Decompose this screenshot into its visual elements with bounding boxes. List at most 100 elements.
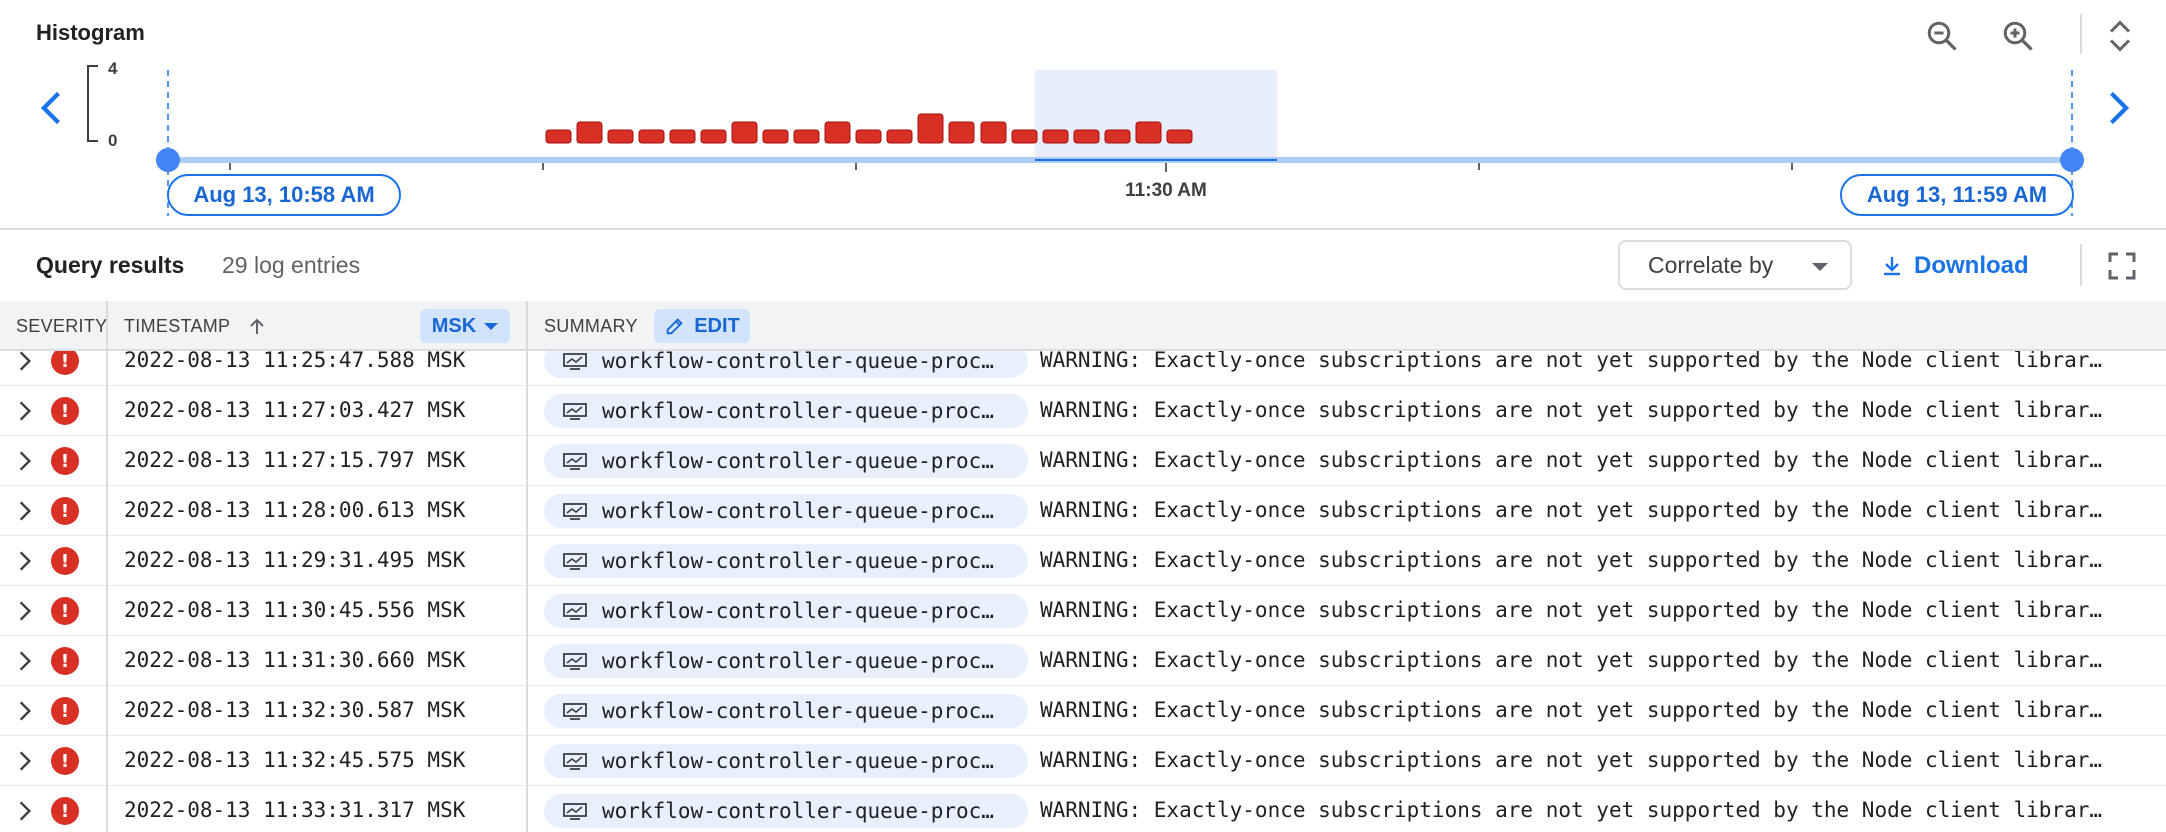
histogram-bar[interactable] (855, 129, 882, 144)
column-divider (106, 351, 108, 386)
histogram-bar[interactable] (669, 129, 696, 144)
histogram-bar[interactable] (1011, 129, 1038, 144)
log-row[interactable]: ! 2022-08-13 11:28:00.613 MSK workflow-c… (0, 486, 2166, 536)
log-row[interactable]: ! 2022-08-13 11:30:45.556 MSK workflow-c… (0, 586, 2166, 636)
chevron-right-icon[interactable] (14, 498, 36, 524)
severity-column-header[interactable]: SEVERITY (16, 301, 107, 351)
log-row[interactable]: ! 2022-08-13 11:32:45.575 MSK workflow-c… (0, 736, 2166, 786)
service-chip[interactable]: workflow-controller-queue-proc… (544, 694, 1028, 728)
chevron-right-icon[interactable] (14, 351, 36, 374)
timezone-selector[interactable]: MSK (420, 309, 510, 343)
histogram-bar[interactable] (948, 121, 975, 144)
histogram-chart[interactable]: 4 0 (0, 0, 2166, 228)
range-end-handle[interactable] (2060, 148, 2084, 172)
log-row[interactable]: ! 2022-08-13 11:29:31.495 MSK workflow-c… (0, 536, 2166, 586)
chevron-right-icon[interactable] (14, 698, 36, 724)
column-divider (106, 686, 108, 736)
log-message: WARNING: Exactly-once subscriptions are … (1040, 498, 2103, 522)
log-entries-list: ! 2022-08-13 11:25:47.588 MSK workflow-c… (0, 351, 2166, 832)
timestamp-header-label: TIMESTAMP (124, 315, 231, 336)
toolbar-divider (2080, 14, 2082, 54)
histogram-prev-button[interactable] (30, 86, 74, 130)
histogram-bar[interactable] (1042, 129, 1069, 144)
service-chip[interactable]: workflow-controller-queue-proc… (544, 544, 1028, 578)
column-divider (106, 536, 108, 586)
log-timestamp: 2022-08-13 11:27:03.427 MSK (124, 398, 466, 422)
edit-summary-button[interactable]: EDIT (654, 309, 750, 343)
service-name: workflow-controller-queue-proc… (602, 549, 994, 573)
log-message: WARNING: Exactly-once subscriptions are … (1040, 748, 2103, 772)
log-message: WARNING: Exactly-once subscriptions are … (1040, 351, 2103, 372)
histogram-bar[interactable] (731, 121, 758, 144)
timestamp-column-header[interactable]: TIMESTAMP (124, 301, 266, 351)
download-button[interactable]: Download (1880, 248, 2029, 284)
log-message: WARNING: Exactly-once subscriptions are … (1040, 648, 2103, 672)
zoom-in-icon (2003, 21, 2033, 51)
log-message: WARNING: Exactly-once subscriptions are … (1040, 398, 2103, 422)
log-row[interactable]: ! 2022-08-13 11:31:30.660 MSK workflow-c… (0, 636, 2166, 686)
range-start-handle[interactable] (156, 148, 180, 172)
log-message: WARNING: Exactly-once subscriptions are … (1040, 448, 2103, 472)
range-end-pill[interactable]: Aug 13, 11:59 AM (1840, 174, 2074, 216)
histogram-bar[interactable] (638, 129, 665, 144)
log-row[interactable]: ! 2022-08-13 11:32:30.587 MSK workflow-c… (0, 686, 2166, 736)
service-chip[interactable]: workflow-controller-queue-proc… (544, 394, 1028, 428)
column-divider (106, 436, 108, 486)
zoom-in-button[interactable] (1996, 14, 2040, 58)
chevron-right-icon[interactable] (14, 448, 36, 474)
service-chip[interactable]: workflow-controller-queue-proc… (544, 444, 1028, 478)
histogram-bar[interactable] (980, 121, 1007, 144)
histogram-bar[interactable] (607, 129, 634, 144)
chevron-right-icon[interactable] (14, 648, 36, 674)
chevron-right-icon[interactable] (14, 398, 36, 424)
column-divider (526, 786, 528, 832)
edit-label: EDIT (694, 314, 740, 337)
log-row[interactable]: ! 2022-08-13 11:33:31.317 MSK workflow-c… (0, 786, 2166, 832)
zoom-out-button[interactable] (1920, 14, 1964, 58)
histogram-bar[interactable] (576, 121, 603, 144)
service-chip[interactable]: workflow-controller-queue-proc… (544, 494, 1028, 528)
histogram-bar[interactable] (1073, 129, 1100, 144)
service-chip[interactable]: workflow-controller-queue-proc… (544, 594, 1028, 628)
histogram-bar[interactable] (762, 129, 789, 144)
histogram-bar[interactable] (700, 129, 727, 144)
service-icon (563, 553, 587, 570)
histogram-bar[interactable] (545, 129, 572, 144)
center-tick-label: 11:30 AM (1125, 180, 1207, 201)
column-divider (106, 736, 108, 786)
log-row[interactable]: ! 2022-08-13 11:25:47.588 MSK workflow-c… (0, 351, 2166, 386)
histogram-next-button[interactable] (2096, 86, 2140, 130)
timezone-label: MSK (431, 314, 477, 337)
range-start-pill[interactable]: Aug 13, 10:58 AM (167, 174, 401, 216)
chevron-right-icon[interactable] (14, 748, 36, 774)
log-timestamp: 2022-08-13 11:32:45.575 MSK (124, 748, 466, 772)
histogram-bar[interactable] (1104, 129, 1131, 144)
collapse-histogram-button[interactable] (2098, 14, 2142, 58)
log-row[interactable]: ! 2022-08-13 11:27:03.427 MSK workflow-c… (0, 386, 2166, 436)
severity-header-label: SEVERITY (16, 315, 108, 336)
chevron-right-icon[interactable] (14, 598, 36, 624)
service-chip[interactable]: workflow-controller-queue-proc… (544, 351, 1028, 378)
chevron-right-icon[interactable] (14, 798, 36, 824)
zoom-out-icon (1927, 21, 1957, 51)
histogram-bar[interactable] (824, 121, 851, 144)
service-chip[interactable]: workflow-controller-queue-proc… (544, 744, 1028, 778)
chevron-right-icon[interactable] (14, 548, 36, 574)
log-timestamp: 2022-08-13 11:33:31.317 MSK (124, 798, 466, 822)
histogram-bar[interactable] (1135, 121, 1162, 144)
service-chip[interactable]: workflow-controller-queue-proc… (544, 794, 1028, 828)
service-icon (563, 753, 587, 770)
histogram-panel: Histogram 4 0 Aug 13 (0, 0, 2166, 228)
column-divider (106, 586, 108, 636)
service-icon (563, 603, 587, 620)
summary-header-label: SUMMARY (544, 315, 638, 336)
histogram-bar[interactable] (917, 113, 944, 144)
histogram-bar[interactable] (886, 129, 913, 144)
fullscreen-button[interactable] (2100, 244, 2144, 288)
histogram-bar[interactable] (793, 129, 820, 144)
service-chip[interactable]: workflow-controller-queue-proc… (544, 644, 1028, 678)
histogram-bar[interactable] (1166, 129, 1193, 144)
log-row[interactable]: ! 2022-08-13 11:27:15.797 MSK workflow-c… (0, 436, 2166, 486)
correlate-by-dropdown[interactable]: Correlate by (1618, 240, 1852, 290)
range-start-label: Aug 13, 10:58 AM (193, 182, 375, 207)
